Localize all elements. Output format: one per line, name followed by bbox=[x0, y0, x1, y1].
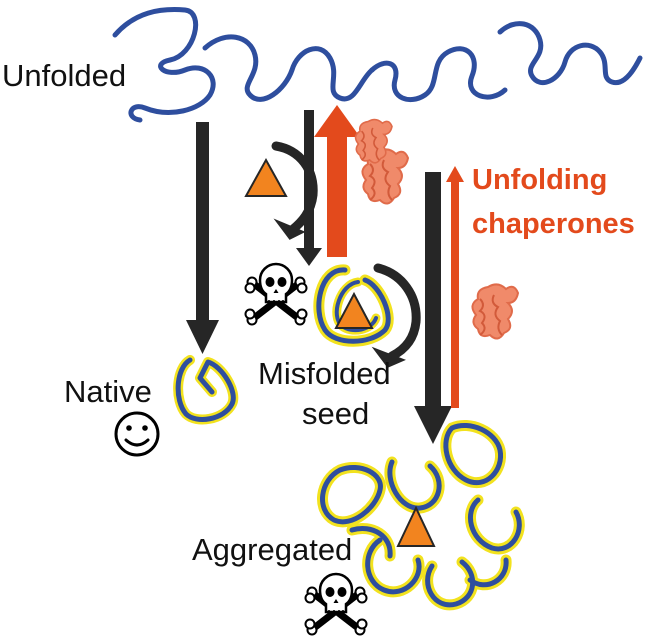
native-protein bbox=[173, 355, 239, 425]
folding-arrow bbox=[186, 122, 219, 354]
seed-triangle-3 bbox=[396, 505, 436, 547]
aggregated-label: Aggregated bbox=[192, 532, 353, 567]
misfolded-label: Misfolded bbox=[258, 356, 391, 391]
chaperone-unfolding-arrow-2 bbox=[446, 166, 464, 408]
chaperone-protein-icon-2 bbox=[471, 283, 519, 340]
unfolded-protein-chains bbox=[112, 7, 643, 123]
smiley-face-icon bbox=[114, 411, 160, 457]
aggregation-arrow bbox=[414, 172, 452, 444]
recycling-curved-arrow-2 bbox=[371, 263, 421, 368]
unfolding-label: Unfolding bbox=[472, 164, 608, 196]
unfolded-label: Unfolded bbox=[2, 58, 127, 93]
skull-crossbones-icon bbox=[246, 264, 307, 325]
skull-crossbones-icon-2 bbox=[306, 574, 367, 635]
seed-triangle-2 bbox=[334, 291, 374, 329]
native-label: Native bbox=[64, 374, 152, 409]
seed-label: seed bbox=[302, 396, 370, 431]
chaperones-label: chaperones bbox=[472, 208, 635, 240]
protein-aggregate bbox=[317, 419, 525, 611]
seed-triangle-1 bbox=[244, 157, 288, 197]
chaperone-unfolding-arrow-1 bbox=[314, 105, 360, 257]
recycling-curved-arrow-1 bbox=[271, 141, 318, 240]
